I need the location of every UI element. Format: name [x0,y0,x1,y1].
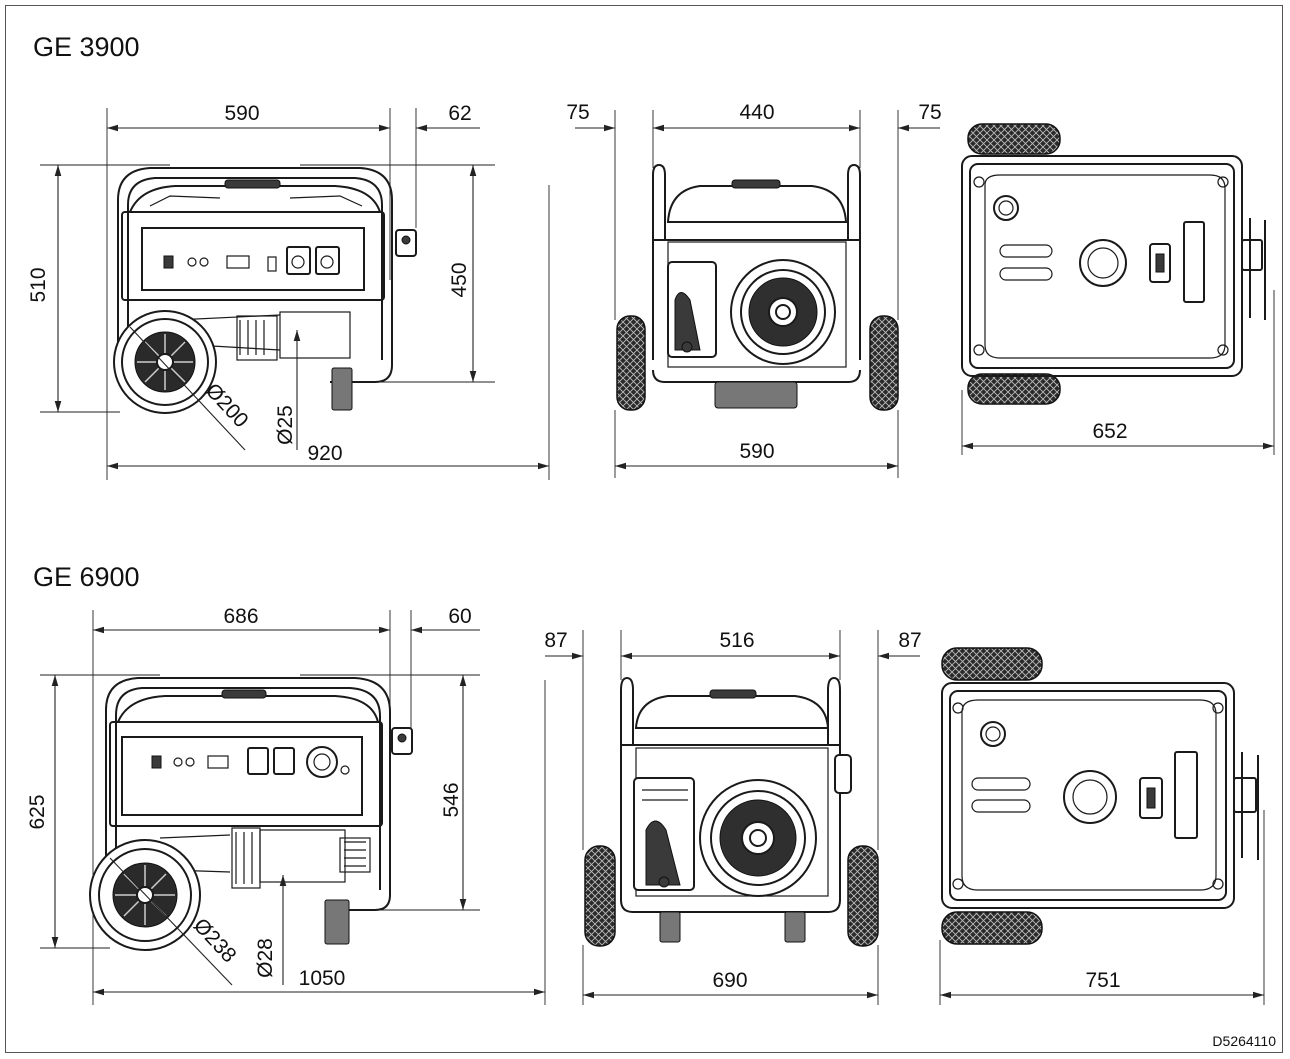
model-title-ge6900: GE 6900 [33,562,140,592]
ge3900-front-total-width: 590 [739,440,774,463]
ge6900-tube-diameter: Ø28 [254,938,277,978]
ge6900-side-view: 686 60 625 546 Ø238 Ø28 1050 [26,605,546,1005]
ge6900-top-view: 751 [939,647,1265,1005]
ge6900-front-inner-width: 516 [719,629,754,652]
ge6900-wheel-diameter: Ø238 [189,914,241,967]
ge6900-top-width: 686 [223,605,258,628]
ge6900-total-height: 625 [26,794,49,829]
ge3900-frame-height: 450 [448,262,471,297]
ge3900-side-view: 590 62 510 450 Ø200 Ø25 920 [27,102,550,480]
ge6900-front-total-width: 690 [712,969,747,992]
sheet-frame [5,5,1283,1053]
ge3900-front-left-margin: 75 [566,101,589,124]
ge6900-front-right-margin: 87 [898,629,921,652]
ge6900-drawings: 686 60 625 546 Ø238 Ø28 1050 [26,605,1265,1005]
ge3900-front-view: 75 440 75 590 [566,101,942,478]
ge3900-wheel-diameter: Ø200 [201,379,253,432]
ge6900-total-length: 1050 [299,967,346,990]
ge6900-handle-offset: 60 [448,605,471,628]
ge6900-front-view: 87 516 87 690 [544,629,922,1005]
ge3900-top-width: 590 [224,102,259,125]
ge3900-total-length: 920 [307,442,342,465]
ge3900-drawings: 590 62 510 450 Ø200 Ø25 920 [27,101,1275,480]
ge3900-total-height: 510 [27,267,50,302]
ge3900-handle-offset: 62 [448,102,471,125]
ge6900-frame-height: 546 [440,782,463,817]
ge6900-top-total-width: 751 [1085,969,1120,992]
ge3900-front-inner-width: 440 [739,101,774,124]
ge3900-tube-diameter: Ø25 [274,405,297,445]
ge3900-front-right-margin: 75 [918,101,941,124]
ge6900-front-left-margin: 87 [544,629,567,652]
ge3900-top-total-width: 652 [1092,420,1127,443]
ge3900-top-view: 652 [961,123,1275,455]
document-code: D5264110 [1212,1033,1276,1049]
model-title-ge3900: GE 3900 [33,32,140,62]
